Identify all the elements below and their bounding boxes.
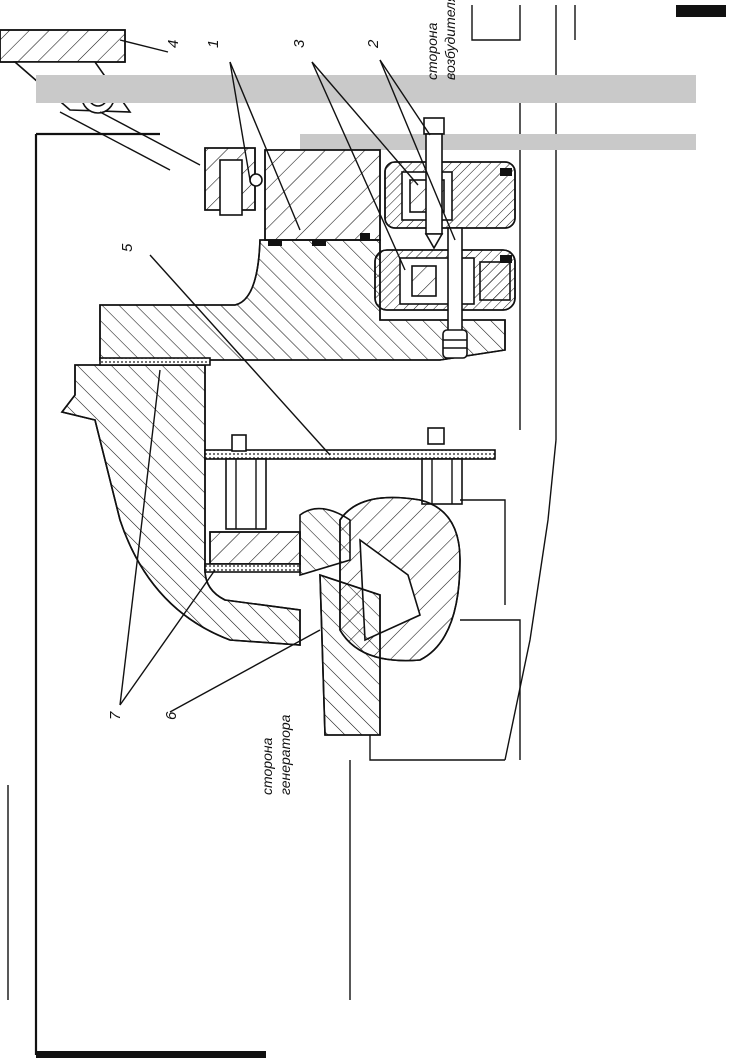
part-6-flange — [204, 496, 521, 1000]
callout-7: 7 — [107, 711, 124, 720]
upper-clamp — [204, 147, 263, 216]
caption-generator-side-line2: генератора — [277, 714, 293, 795]
leader-lines — [119, 39, 456, 713]
callout-6: 6 — [163, 711, 180, 720]
grey-band-lower — [300, 134, 696, 150]
callout-5: 5 — [119, 243, 136, 252]
frame — [7, 5, 726, 1058]
part-3-bearing-shells — [374, 161, 516, 311]
seal-rings — [268, 168, 512, 263]
callout-2: 2 — [365, 39, 382, 49]
callout-1: 1 — [205, 40, 222, 48]
part-2-bolts — [423, 117, 468, 359]
grey-band-upper — [36, 75, 696, 103]
caption-exciter-side-line2: возбудителя — [442, 0, 458, 80]
caption-exciter-side-line1: сторона — [424, 22, 440, 80]
callout-3: 3 — [291, 39, 308, 48]
part-5-insulation — [99, 357, 496, 530]
callout-4: 4 — [165, 40, 182, 48]
rotor-body — [60, 364, 301, 646]
housing-top-right — [471, 5, 576, 761]
caption-generator-side-line1: сторона — [259, 737, 275, 795]
